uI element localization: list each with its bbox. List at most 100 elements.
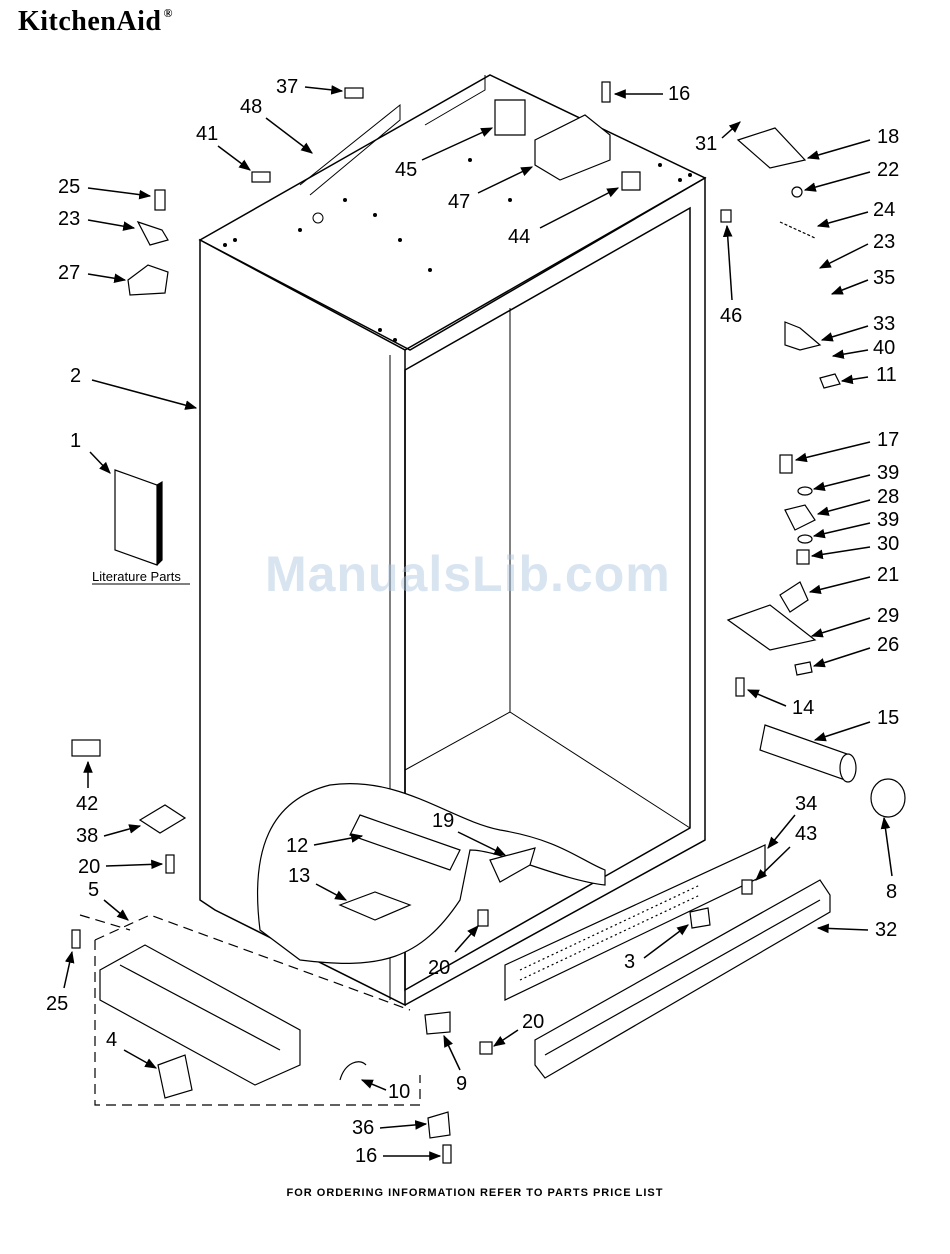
cabinet-inner-floor <box>405 712 510 770</box>
part-18-hinge <box>738 128 805 168</box>
callout-27: 27 <box>58 262 80 284</box>
callout-23-left: 23 <box>58 208 80 230</box>
callout-1-arrow <box>90 452 110 473</box>
callout-15: 15 <box>877 707 899 729</box>
callout-11-arrow <box>842 377 868 381</box>
callout-38: 38 <box>76 825 98 847</box>
literature-booklet <box>115 470 162 565</box>
callout-5-arrow <box>104 900 128 920</box>
callout-21-arrow <box>810 577 870 592</box>
callout-24: 24 <box>873 199 895 221</box>
callout-48-arrow <box>266 118 312 153</box>
callout-48: 48 <box>240 96 262 118</box>
callout-32-arrow <box>818 928 868 930</box>
callout-14: 14 <box>792 697 814 719</box>
callout-31: 31 <box>695 133 717 155</box>
callout-35: 35 <box>873 267 895 289</box>
callout-3: 3 <box>624 951 635 973</box>
callout-35-arrow <box>832 280 868 294</box>
callout-30-arrow <box>812 547 870 556</box>
callout-37-arrow <box>305 87 342 91</box>
callout-33-arrow <box>822 326 868 340</box>
part-17-pin <box>780 455 792 473</box>
callout-10: 10 <box>388 1081 410 1103</box>
callout-17-arrow <box>796 442 870 460</box>
part-41-screw <box>252 172 270 182</box>
callout-16-bottom: 16 <box>355 1145 377 1167</box>
callout-17: 17 <box>877 429 899 451</box>
callout-20-left-arrow <box>106 864 162 866</box>
part-43-screw <box>742 880 752 894</box>
callout-20-right-arrow <box>494 1030 518 1046</box>
callout-5: 5 <box>88 879 99 901</box>
callout-33: 33 <box>873 313 895 335</box>
callout-21: 21 <box>877 564 899 586</box>
part-36-bracket <box>428 1112 450 1138</box>
part-28-bracket <box>785 505 815 530</box>
part-45-switch <box>495 100 525 135</box>
part-39-washer-top <box>798 487 812 495</box>
callout-25-top: 25 <box>58 176 80 198</box>
literature-label: Literature Parts <box>92 569 181 584</box>
callout-47: 47 <box>448 191 470 213</box>
part-29-bracket <box>728 605 815 650</box>
part-4-caster <box>158 1055 192 1098</box>
part-25-screw-left <box>72 930 80 948</box>
callout-4: 4 <box>106 1029 117 1051</box>
callout-15-arrow <box>815 722 870 740</box>
callout-2: 2 <box>70 365 81 387</box>
callout-40: 40 <box>873 337 895 359</box>
callout-22-arrow <box>805 172 870 190</box>
callout-14-arrow <box>748 690 786 706</box>
callout-8: 8 <box>886 881 897 903</box>
callout-8-arrow <box>884 818 892 876</box>
callout-28: 28 <box>877 486 899 508</box>
callout-25-left: 25 <box>46 993 68 1015</box>
part-37-screw <box>345 88 363 98</box>
callout-27-arrow <box>88 274 125 280</box>
part-20-screw-mid <box>478 910 488 926</box>
part-20-screw-bottom <box>480 1042 492 1054</box>
callout-18-arrow <box>808 140 870 158</box>
part-33-hinge <box>785 322 820 350</box>
callout-26-arrow <box>814 648 870 666</box>
part-22-bushing <box>792 187 802 197</box>
callout-16-top: 16 <box>668 83 690 105</box>
callout-2-arrow <box>92 380 196 408</box>
callout-34-arrow <box>768 815 795 848</box>
callout-10-arrow <box>362 1080 386 1090</box>
part-42-caster-stem <box>72 740 100 756</box>
callout-11: 11 <box>876 364 897 386</box>
callout-36: 36 <box>352 1117 374 1139</box>
part-20-screw-left <box>166 855 174 873</box>
callout-29: 29 <box>877 605 899 627</box>
part-25-screw <box>155 190 165 210</box>
part-16-screw-bottom <box>443 1145 451 1163</box>
part-30-bushing <box>797 550 809 564</box>
callout-34: 34 <box>795 793 817 815</box>
callout-23-right-arrow <box>820 244 868 268</box>
callout-31-arrow <box>722 122 740 138</box>
part-46-screw <box>721 210 731 222</box>
callout-13: 13 <box>288 865 310 887</box>
part-38-bracket <box>140 805 185 833</box>
callout-9-arrow <box>444 1036 460 1070</box>
filter-cap <box>871 779 905 817</box>
watermark: ManualsLib.com <box>265 545 671 603</box>
footer-note: FOR ORDERING INFORMATION REFER TO PARTS … <box>0 1187 950 1199</box>
callout-36-arrow <box>380 1124 426 1128</box>
callout-43: 43 <box>795 823 817 845</box>
callout-42: 42 <box>76 793 98 815</box>
callout-37: 37 <box>276 76 298 98</box>
callout-18: 18 <box>877 126 899 148</box>
callout-41-arrow <box>218 146 250 170</box>
water-filter <box>760 725 856 782</box>
part-3-clip <box>690 908 710 928</box>
callout-25-left-arrow <box>64 952 72 988</box>
callout-29-arrow <box>812 618 870 636</box>
part-23-clip <box>138 222 168 245</box>
callout-44: 44 <box>508 226 530 248</box>
part-44-clip <box>622 172 640 190</box>
part-16-screw <box>602 82 610 102</box>
